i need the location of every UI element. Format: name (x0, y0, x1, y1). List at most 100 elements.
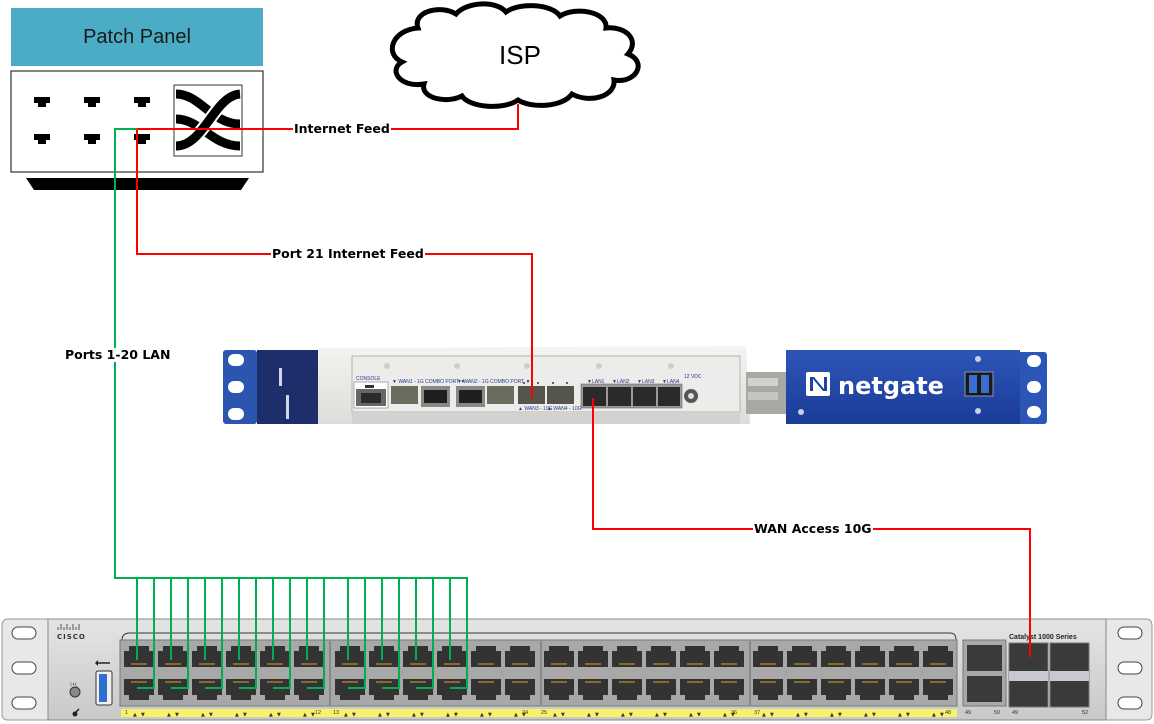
switch-port[interactable] (889, 646, 919, 667)
switch-port[interactable] (335, 679, 365, 700)
switch-port[interactable] (889, 679, 919, 700)
switch-port[interactable] (544, 646, 574, 667)
lan2-port[interactable] (608, 387, 631, 406)
switch-port[interactable] (369, 679, 399, 700)
patch-port[interactable] (34, 134, 50, 144)
port-pins (653, 663, 669, 665)
switch-port[interactable] (158, 679, 188, 700)
mode-button[interactable] (69, 686, 81, 698)
connection-internet-feed (136, 104, 533, 398)
led-up-indicator: ▲ (796, 712, 800, 718)
switch-port[interactable] (680, 679, 710, 700)
led-up-indicator: ▲ (480, 712, 484, 718)
rj45-port-area (119, 639, 958, 707)
led-down-indicator: ▼ (940, 712, 944, 718)
led-down-indicator: ▼ (731, 712, 735, 718)
switch-port[interactable] (226, 679, 256, 700)
led-up-indicator: ▲ (898, 712, 902, 718)
switch-port[interactable] (471, 679, 501, 700)
switch-port[interactable] (821, 646, 851, 667)
port-pins (862, 681, 878, 683)
switch-port[interactable] (437, 646, 467, 667)
lan1-port[interactable] (583, 387, 606, 406)
switch-port[interactable] (612, 679, 642, 700)
switch-port[interactable] (578, 646, 608, 667)
switch-port[interactable] (714, 679, 744, 700)
rack-hole (11, 661, 37, 675)
rack-hole (1027, 381, 1041, 393)
wan1-sfp-port[interactable] (391, 386, 418, 404)
switch-port[interactable] (714, 646, 744, 667)
switch-port[interactable] (646, 679, 676, 700)
patch-port[interactable] (84, 134, 100, 144)
switch-port[interactable] (787, 646, 817, 667)
port-pins (267, 681, 283, 683)
switch-port[interactable] (260, 679, 290, 700)
led-down-indicator: ▼ (838, 712, 842, 718)
switch-port[interactable] (821, 679, 851, 700)
lan4-port[interactable] (658, 387, 680, 406)
port-pins (376, 663, 392, 665)
port-pins (267, 663, 283, 665)
switch-port[interactable] (471, 646, 501, 667)
switch-port[interactable] (335, 646, 365, 667)
switch-port[interactable] (578, 679, 608, 700)
wan2-sfp-port[interactable] (487, 386, 514, 404)
switch-port[interactable] (260, 646, 290, 667)
wan-access-10g-label: WAN Access 10G (753, 521, 873, 536)
netgate-module (786, 350, 1020, 424)
port-number: 12 (315, 710, 322, 716)
switch-port[interactable] (403, 646, 433, 667)
port-number: 1 (125, 710, 129, 716)
svg-text:⟩•⟨: ⟩•⟨ (70, 682, 77, 688)
port-pins (131, 681, 147, 683)
port-pins (165, 663, 181, 665)
switch-port[interactable] (505, 679, 535, 700)
switch-port[interactable] (294, 679, 324, 700)
switch-port[interactable] (226, 646, 256, 667)
switch-port[interactable] (403, 679, 433, 700)
switch-port[interactable] (612, 646, 642, 667)
switch-port[interactable] (646, 646, 676, 667)
switch-port[interactable] (923, 679, 953, 700)
switch-port[interactable] (192, 646, 222, 667)
wan3-label: ▲ WAN3 - 10G (518, 406, 553, 412)
crossover-icon (173, 84, 243, 157)
led-up-indicator: ▲ (830, 712, 834, 718)
patch-port[interactable] (134, 97, 150, 107)
switch-port[interactable] (124, 646, 154, 667)
switch-port[interactable] (294, 646, 324, 667)
port-pins (721, 681, 737, 683)
port-pins (760, 681, 776, 683)
uplink-port[interactable] (967, 645, 1002, 671)
patch-port[interactable] (134, 134, 150, 144)
switch-port[interactable] (855, 679, 885, 700)
lan3-port[interactable] (633, 387, 656, 406)
wan2-label: ▼ WAN2 - 1G COMBO PORT ▼ (457, 379, 531, 385)
switch-port[interactable] (787, 679, 817, 700)
wan4-sfp-port[interactable] (547, 386, 574, 404)
patch-port[interactable] (34, 97, 50, 107)
switch-port[interactable] (505, 646, 535, 667)
port-pins (794, 663, 810, 665)
switch-port[interactable] (124, 679, 154, 700)
switch-port[interactable] (923, 646, 953, 667)
switch-port[interactable] (544, 679, 574, 700)
switch-port[interactable] (437, 679, 467, 700)
led-up-indicator: ▲ (446, 712, 450, 718)
uplink-port[interactable] (967, 676, 1002, 702)
patch-port[interactable] (84, 97, 100, 107)
switch-port[interactable] (753, 679, 783, 700)
rack-hole (11, 626, 37, 640)
switch-port[interactable] (855, 646, 885, 667)
switch-port[interactable] (192, 679, 222, 700)
rack-hole (11, 696, 37, 710)
switch-port[interactable] (680, 646, 710, 667)
switch-port[interactable] (369, 646, 399, 667)
switch-port[interactable] (753, 646, 783, 667)
port-pins (376, 681, 392, 683)
green-cable (307, 578, 325, 689)
port-number: 25 (541, 710, 548, 716)
switch-port[interactable] (158, 646, 188, 667)
